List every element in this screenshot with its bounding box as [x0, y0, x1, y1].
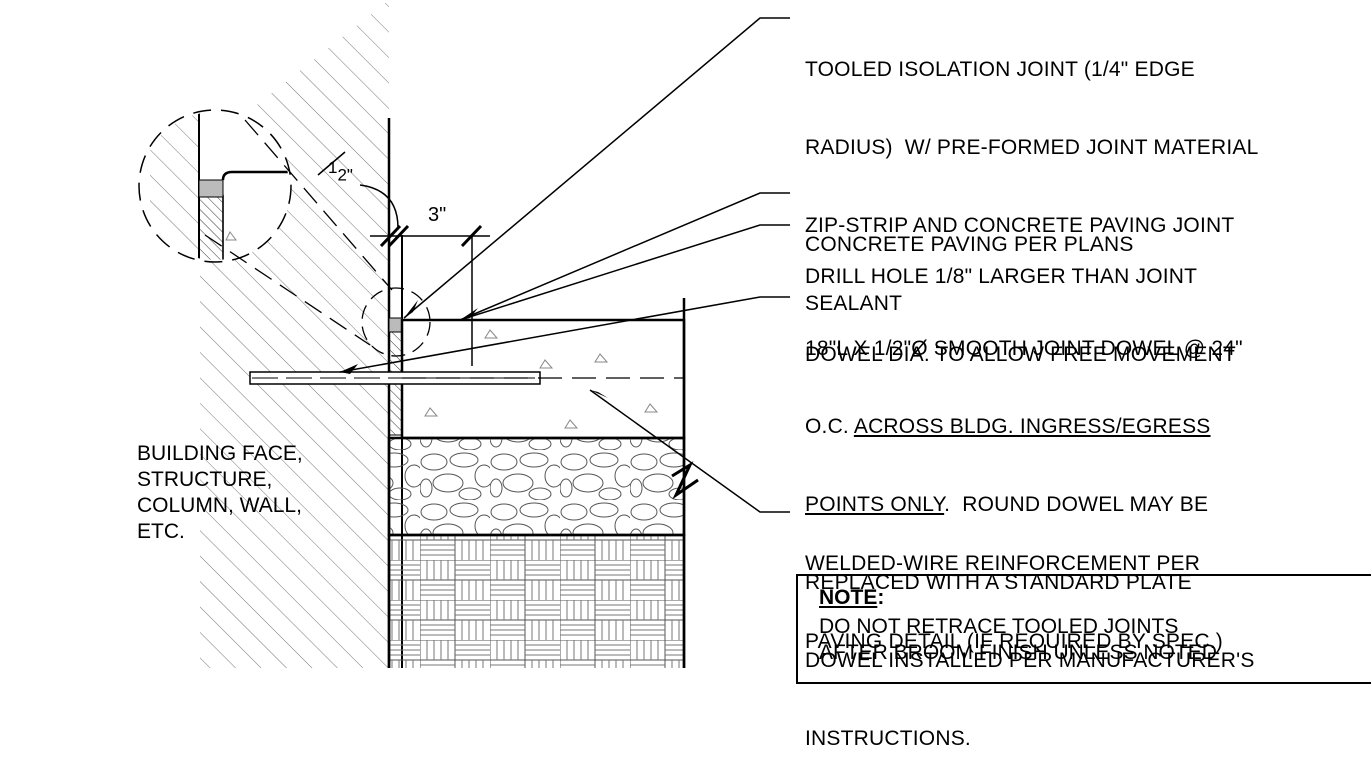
note-line-1: DO NOT RETRACE TOOLED JOINTS: [819, 615, 1179, 638]
detail-circle-small: [361, 287, 431, 357]
break-line: [671, 461, 699, 500]
callout-line: RADIUS) W/ PRE-FORMED JOINT MATERIAL: [805, 136, 1259, 159]
callout-line: INSTRUCTIONS.: [805, 727, 971, 750]
dim-three-inch: 3": [428, 204, 447, 226]
building-label-line: COLUMN, WALL,: [137, 494, 302, 517]
concrete-aggregate: [424, 329, 659, 429]
leader-arrows: [340, 300, 608, 398]
callout-line: TOOLED ISOLATION JOINT (1/4" EDGE: [805, 58, 1195, 81]
dim-half-numerator: 1: [328, 158, 338, 177]
note-line-2: AFTER BROOM FINISH UNLESS NOTED: [819, 641, 1217, 664]
building-hatch: [200, 0, 389, 668]
dim-half-denominator: 2": [337, 165, 353, 185]
callout-line: 18"L X 1/2"Ø SMOOTH JOINT DOWEL @ 24": [805, 337, 1243, 360]
leader-lines: [339, 17, 790, 513]
callout-line: DRILL HOLE 1/8" LARGER THAN JOINT: [805, 265, 1198, 288]
callout-line: POINTS ONLY. ROUND DOWEL MAY BE: [805, 492, 1255, 518]
building-label-line: STRUCTURE,: [137, 468, 273, 491]
compacted-subgrade: [387, 533, 686, 668]
building-face-label: BUILDING FACE, STRUCTURE, COLUMN, WALL, …: [137, 441, 303, 545]
callout-joint-dowel: 18"L X 1/2"Ø SMOOTH JOINT DOWEL @ 24" O.…: [805, 284, 1255, 778]
callout-drill-hole: DRILL HOLE 1/8" LARGER THAN JOINT DOWEL …: [805, 212, 1236, 394]
callout-line: O.C. ACROSS BLDG. INGRESS/EGRESS: [805, 414, 1255, 440]
note-title: NOTE:: [819, 585, 884, 611]
callout-welded-wire: WELDED-WIRE REINFORCEMENT PER PAVING DET…: [805, 499, 1223, 681]
callout-line: WELDED-WIRE REINFORCEMENT PER: [805, 552, 1201, 575]
callout-line: SEALANT: [805, 292, 903, 315]
callout-underlined-text: POINTS ONLY: [805, 493, 945, 516]
aggregate-base: [387, 436, 686, 537]
note-colon: :: [877, 586, 885, 609]
callout-concrete-paving: CONCRETE PAVING PER PLANS: [805, 180, 1134, 284]
callout-line: PAVING DETAIL (IF REQUIRED BY SPEC.): [805, 630, 1223, 653]
callout-line: DOWEL INSTALLED PER MANUFACTURER'S: [805, 649, 1255, 672]
joint-sealant: [388, 317, 403, 333]
detail-drawing: [138, 0, 790, 668]
building-label-line: BUILDING FACE,: [137, 442, 303, 465]
note-heading: NOTE: [819, 586, 878, 609]
callout-line: CONCRETE PAVING PER PLANS: [805, 233, 1134, 256]
callout-line: DOWEL DIA. TO ALLOW FREE MOVEMENT: [805, 343, 1236, 366]
callout-line: ZIP-STRIP AND CONCRETE PAVING JOINT: [805, 214, 1235, 237]
callout-text: O.C.: [805, 415, 854, 438]
dim-half-inch: 12": [328, 158, 353, 187]
callout-underlined-text: ACROSS BLDG. INGRESS/EGRESS: [853, 415, 1211, 438]
callout-text: . ROUND DOWEL MAY BE: [944, 493, 1209, 516]
callout-isolation-joint: TOOLED ISOLATION JOINT (1/4" EDGE RADIUS…: [805, 5, 1258, 343]
callout-line: REPLACED WITH A STANDARD PLATE: [805, 571, 1192, 594]
building-label-line: ETC.: [137, 520, 185, 543]
